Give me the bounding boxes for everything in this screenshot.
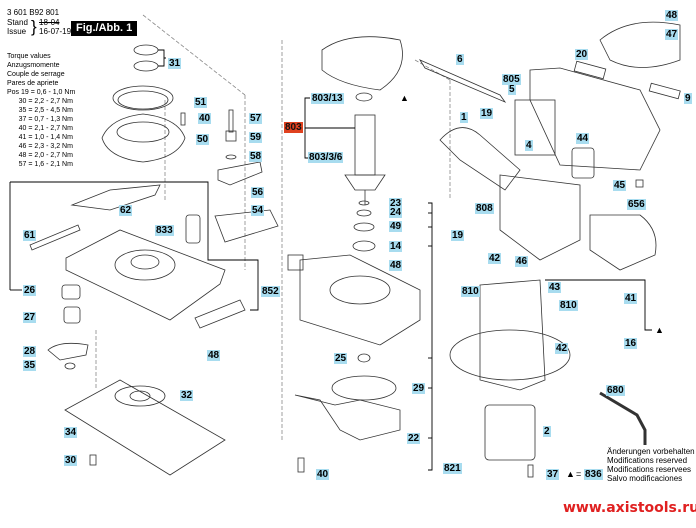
torque-row: 48 = 2,0 - 2,7 Nm bbox=[7, 152, 73, 159]
part-label-27[interactable]: 27 bbox=[23, 312, 37, 323]
part-number: 3 601 B92 801 bbox=[7, 8, 60, 17]
part-label-808[interactable]: 808 bbox=[475, 203, 494, 214]
issue-value: 16-07-19 bbox=[39, 27, 72, 36]
part-label-62[interactable]: 62 bbox=[119, 205, 133, 216]
part-label-810b[interactable]: 810 bbox=[559, 300, 578, 311]
legend-equals: = bbox=[576, 469, 582, 479]
part-label-47[interactable]: 47 bbox=[665, 29, 679, 40]
torque-row: 37 = 0,7 - 1,3 Nm bbox=[7, 116, 73, 123]
part-label-59[interactable]: 59 bbox=[249, 132, 263, 143]
part-label-56[interactable]: 56 bbox=[251, 187, 265, 198]
torque-title-en: Torque values bbox=[7, 53, 51, 60]
part-label-803-13[interactable]: 803/13 bbox=[311, 93, 344, 104]
part-label-48c[interactable]: 48 bbox=[665, 10, 679, 21]
part-label-20[interactable]: 20 bbox=[575, 49, 589, 60]
watermark-url: www.axistools.ru bbox=[563, 500, 696, 516]
part-label-40b[interactable]: 40 bbox=[316, 469, 330, 480]
torque-row: 30 = 2,2 - 2,7 Nm bbox=[7, 98, 73, 105]
part-label-43[interactable]: 43 bbox=[548, 282, 562, 293]
torque-title-es: Pares de apriete bbox=[7, 80, 59, 87]
triangle-marker-icon: ▲ bbox=[400, 93, 409, 103]
torque-row: 57 = 1,6 - 2,1 Nm bbox=[7, 161, 73, 168]
figure-title: Fig./Abb. 1 bbox=[71, 21, 138, 36]
torque-title-de: Anzugsmomente bbox=[7, 62, 60, 69]
part-label-19[interactable]: 19 bbox=[480, 108, 494, 119]
note-en: Modifications reserved bbox=[607, 456, 688, 465]
part-label-821[interactable]: 821 bbox=[443, 463, 462, 474]
torque-row: Pos 19 = 0,6 - 1,0 Nm bbox=[7, 89, 76, 96]
part-label-4[interactable]: 4 bbox=[525, 140, 533, 151]
part-label-46[interactable]: 46 bbox=[515, 256, 529, 267]
part-label-656[interactable]: 656 bbox=[627, 199, 646, 210]
torque-row: 41 = 1,0 - 1,4 Nm bbox=[7, 134, 73, 141]
note-fr: Modifications reservees bbox=[607, 465, 692, 474]
modification-notes: Änderungen vorbehalten Modifications res… bbox=[607, 447, 695, 483]
part-label-58[interactable]: 58 bbox=[249, 151, 263, 162]
part-label-852[interactable]: 852 bbox=[261, 286, 280, 297]
part-label-6[interactable]: 6 bbox=[456, 54, 464, 65]
part-label-50[interactable]: 50 bbox=[196, 134, 210, 145]
part-label-805[interactable]: 805 bbox=[502, 74, 521, 85]
triangle-marker-icon: ▲ bbox=[655, 325, 664, 335]
part-label-680[interactable]: 680 bbox=[606, 385, 625, 396]
part-label-28[interactable]: 28 bbox=[23, 346, 37, 357]
part-label-26[interactable]: 26 bbox=[23, 285, 37, 296]
brace: } bbox=[31, 17, 37, 36]
part-label-833[interactable]: 833 bbox=[155, 225, 174, 236]
part-label-25[interactable]: 25 bbox=[334, 353, 348, 364]
note-de: Änderungen vorbehalten bbox=[607, 447, 695, 456]
part-label-5[interactable]: 5 bbox=[508, 84, 516, 95]
part-label-2[interactable]: 2 bbox=[543, 426, 551, 437]
part-label-29[interactable]: 29 bbox=[412, 383, 426, 394]
part-label-9[interactable]: 9 bbox=[684, 93, 692, 104]
part-label-51[interactable]: 51 bbox=[194, 97, 208, 108]
triangle-legend-icon: ▲ bbox=[566, 469, 575, 479]
part-label-30[interactable]: 30 bbox=[64, 455, 78, 466]
part-label-31[interactable]: 31 bbox=[168, 58, 182, 69]
part-label-810[interactable]: 810 bbox=[461, 286, 480, 297]
part-label-37[interactable]: 37 bbox=[546, 469, 560, 480]
part-label-803[interactable]: 803 bbox=[284, 122, 303, 133]
part-label-44[interactable]: 44 bbox=[576, 133, 590, 144]
part-label-40[interactable]: 40 bbox=[198, 113, 212, 124]
part-label-23[interactable]: 23 bbox=[389, 198, 403, 209]
note-es: Salvo modificaciones bbox=[607, 474, 683, 483]
part-label-22[interactable]: 22 bbox=[407, 433, 421, 444]
part-label-803-3-6[interactable]: 803/3/6 bbox=[308, 152, 344, 163]
part-label-48b[interactable]: 48 bbox=[389, 260, 403, 271]
torque-row: 35 = 2,5 - 4,5 Nm bbox=[7, 107, 73, 114]
torque-title-fr: Couple de serrage bbox=[7, 71, 65, 78]
part-label-1[interactable]: 1 bbox=[460, 112, 468, 123]
part-label-32[interactable]: 32 bbox=[180, 390, 194, 401]
part-label-19b[interactable]: 19 bbox=[451, 230, 465, 241]
part-label-61[interactable]: 61 bbox=[23, 230, 37, 241]
part-label-41[interactable]: 41 bbox=[624, 293, 638, 304]
part-label-34[interactable]: 34 bbox=[64, 427, 78, 438]
part-label-14[interactable]: 14 bbox=[389, 241, 403, 252]
part-label-42b[interactable]: 42 bbox=[555, 343, 569, 354]
part-label-48[interactable]: 48 bbox=[207, 350, 221, 361]
part-label-16[interactable]: 16 bbox=[624, 338, 638, 349]
part-label-45[interactable]: 45 bbox=[613, 180, 627, 191]
stand-label: Stand bbox=[7, 18, 28, 27]
part-label-42[interactable]: 42 bbox=[488, 253, 502, 264]
part-label-49[interactable]: 49 bbox=[389, 221, 403, 232]
torque-table: Torque values Anzugsmomente Couple de se… bbox=[7, 52, 75, 169]
torque-row: 40 = 2,1 - 2,7 Nm bbox=[7, 125, 73, 132]
issue-label: Issue bbox=[7, 27, 27, 36]
part-label-35[interactable]: 35 bbox=[23, 360, 37, 371]
part-label-24[interactable]: 24 bbox=[389, 207, 403, 218]
torque-row: 46 = 2,3 - 3,2 Nm bbox=[7, 143, 73, 150]
part-label-836[interactable]: 836 bbox=[584, 469, 603, 480]
stand-value: 18-04 bbox=[39, 18, 60, 27]
part-label-54[interactable]: 54 bbox=[251, 205, 265, 216]
part-label-57[interactable]: 57 bbox=[249, 113, 263, 124]
